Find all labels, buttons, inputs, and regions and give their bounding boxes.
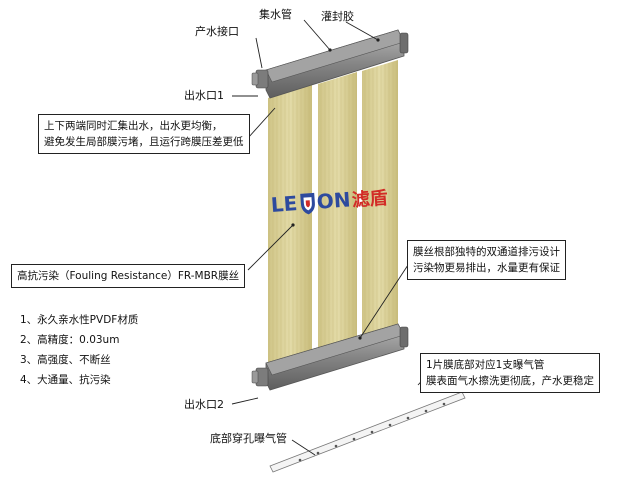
feature-item: 2、高精度：0.03um [20, 334, 120, 346]
outlet-1-label: 出水口1 [184, 89, 224, 102]
right-callout-line-2: 污染物更易排出，水量更有保证 [413, 262, 560, 274]
bottom-callout-box: 1片膜底部对应1支曝气管 膜表面气水擦洗更彻底，产水更稳定 [420, 353, 600, 393]
fouling-resistance-box: 高抗污染（Fouling Resistance）FR-MBR膜丝 [11, 264, 246, 288]
logo-cjk: 滤盾 [351, 188, 388, 211]
bottom-callout-line-1: 1片膜底部对应1支曝气管 [426, 359, 545, 371]
aeration-pipe-label: 底部穿孔曝气管 [210, 432, 287, 445]
feature-item: 1、永久亲水性PVDF材质 [20, 314, 139, 326]
right-callout-line-1: 膜丝根部独特的双通道排污设计 [413, 246, 560, 258]
membrane-sheets [268, 60, 398, 372]
leader-dots [291, 38, 380, 340]
feature-item: 4、大通量、抗污染 [20, 374, 111, 386]
top-callout-line-2: 避免发生局部膜污堵，且运行跨膜压差更低 [44, 136, 244, 148]
bottom-callout-line-2: 膜表面气水擦洗更彻底，产水更稳定 [426, 375, 594, 387]
potting-glue-label: 灌封胶 [321, 10, 354, 23]
bottom-header-pipe [251, 323, 409, 391]
top-header-pipe [251, 29, 409, 99]
top-callout-line-1: 上下两端同时汇集出水，出水更均衡， [44, 120, 223, 132]
outlet-2-label: 出水口2 [184, 398, 224, 411]
top-callout-box: 上下两端同时汇集出水，出水更均衡， 避免发生局部膜污堵，且运行跨膜压差更低 [38, 114, 250, 154]
outlet-connector-label: 产水接口 [195, 25, 239, 38]
aeration-pipe [269, 391, 466, 473]
collector-pipe-label: 集水管 [259, 8, 292, 21]
feature-item: 3、高强度、不断丝 [20, 354, 111, 366]
svg-text:LE: LE [270, 191, 298, 217]
feature-list: 1、永久亲水性PVDF材质 2、高精度：0.03um 3、高强度、不断丝 4、大… [20, 310, 138, 390]
right-callout-box: 膜丝根部独特的双通道排污设计 污染物更易排出，水量更有保证 [407, 240, 566, 280]
fouling-resistance-label: 高抗污染（Fouling Resistance）FR-MBR膜丝 [17, 270, 240, 282]
ledon-logo: LE ON 滤盾 [270, 183, 395, 220]
svg-text:ON: ON [316, 187, 351, 213]
